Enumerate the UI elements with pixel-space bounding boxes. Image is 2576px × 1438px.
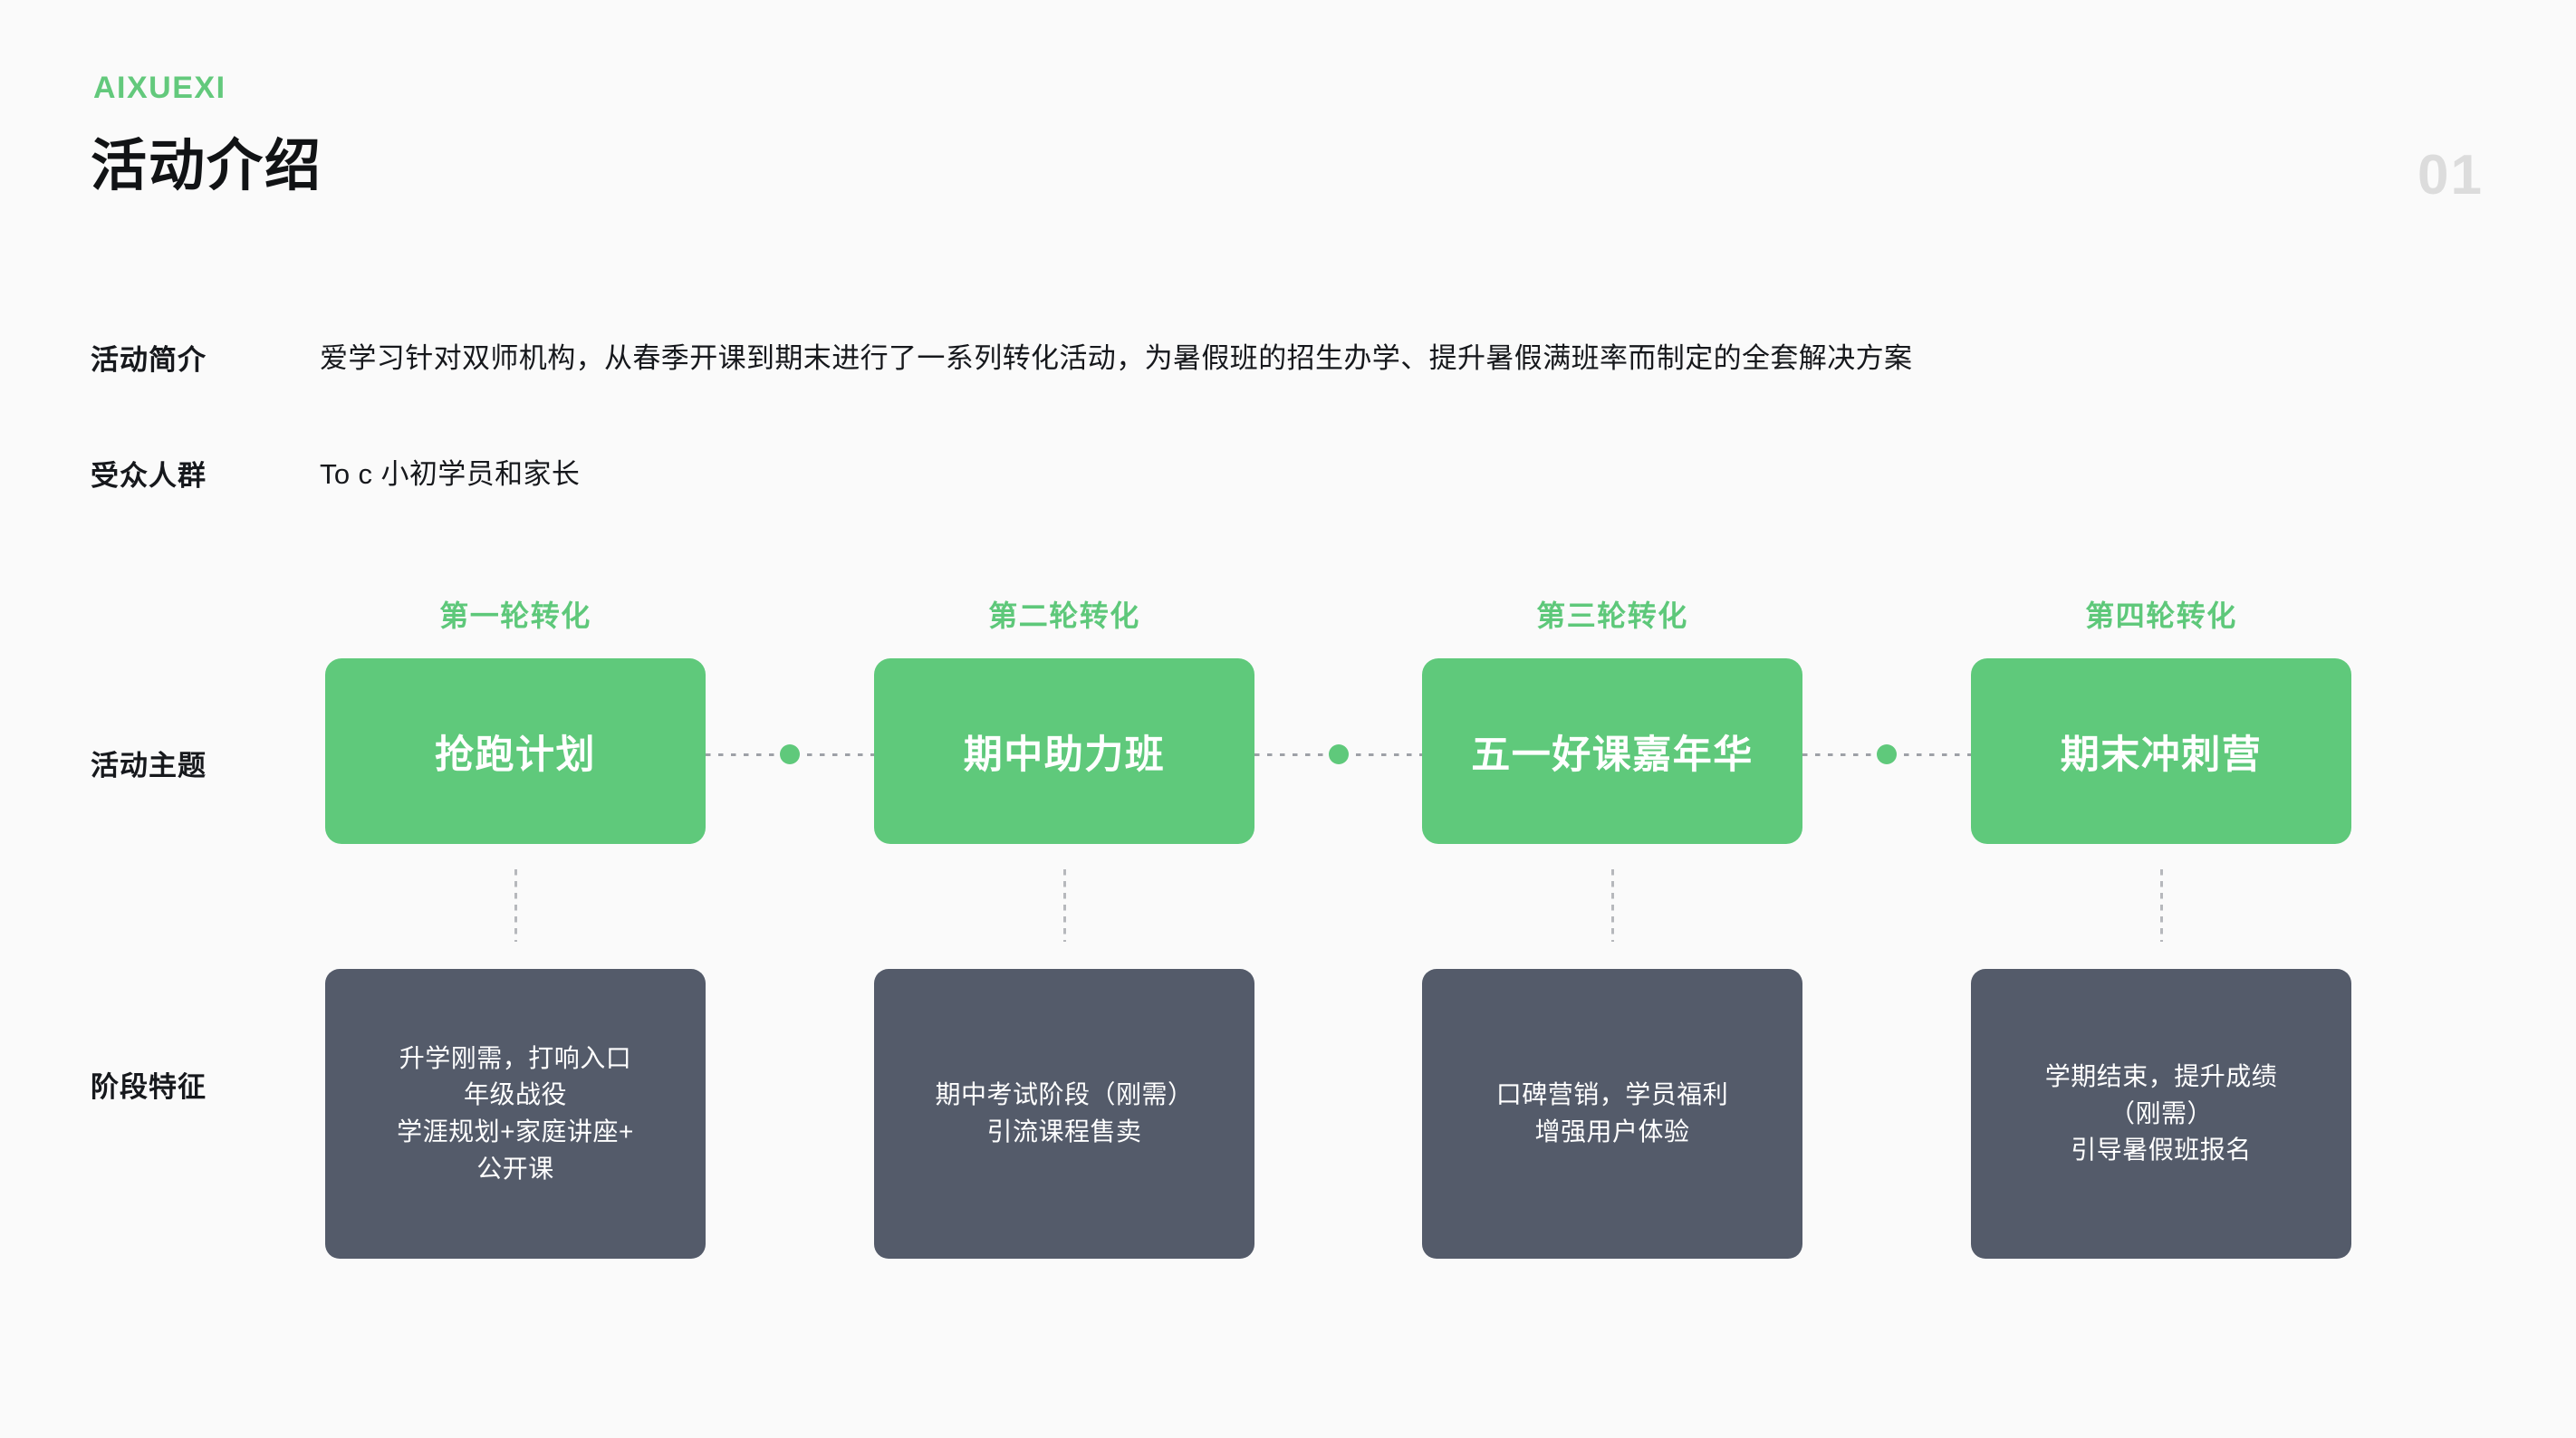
stage-feature-box-2[interactable]: 期中考试阶段（刚需） 引流课程售卖 — [874, 969, 1254, 1259]
stage-theme-box-1[interactable]: 抢跑计划 — [325, 658, 706, 844]
stage-connector-3-4 — [1802, 744, 1971, 764]
page-number: 01 — [2417, 144, 2484, 206]
stage-feature-label-1: 升学刚需，打响入口 年级战役 学涯规划+家庭讲座+ 公开课 — [397, 1043, 634, 1183]
row-label-feature: 阶段特征 — [91, 1071, 207, 1103]
brand-logo-text: AIXUEXI — [93, 71, 226, 105]
stage-connector-1-2 — [706, 744, 874, 764]
stage-round-label-4: 第四轮转化 — [2085, 599, 2237, 632]
stage-feature-label-3: 口碑营销，学员福利 增强用户体验 — [1495, 1080, 1729, 1146]
connector-node-icon — [1877, 744, 1897, 764]
stage-vertical-connector-2 — [1063, 869, 1066, 942]
info-value-intro: 爱学习针对双师机构，从春季开课到期末进行了一系列转化活动，为暑假班的招生办学、提… — [320, 342, 1913, 374]
stage-theme-label-3: 五一好课嘉年华 — [1471, 733, 1754, 777]
info-label-intro: 活动简介 — [91, 344, 207, 376]
stage-round-label-2: 第二轮转化 — [988, 599, 1140, 632]
stage-feature-box-3[interactable]: 口碑营销，学员福利 增强用户体验 — [1422, 969, 1802, 1259]
page-title: 活动介绍 — [91, 135, 323, 197]
connector-node-icon — [1328, 744, 1349, 764]
stage-feature-box-4[interactable]: 学期结束，提升成绩 （刚需） 引导暑假班报名 — [1971, 969, 2351, 1259]
stage-feature-label-4: 学期结束，提升成绩 （刚需） 引导暑假班报名 — [2044, 1062, 2278, 1165]
row-label-theme: 活动主题 — [91, 750, 207, 781]
info-value-audience: To c 小初学员和家长 — [320, 458, 581, 490]
stage-vertical-connector-4 — [2160, 869, 2163, 942]
stage-vertical-connector-3 — [1611, 869, 1614, 942]
stage-round-label-3: 第三轮转化 — [1536, 599, 1688, 632]
stage-theme-label-2: 期中助力班 — [963, 733, 1166, 777]
connector-node-icon — [780, 744, 800, 764]
stage-feature-label-2: 期中考试阶段（刚需） 引流课程售卖 — [935, 1080, 1194, 1146]
stage-vertical-connector-1 — [514, 869, 517, 942]
stage-connector-2-3 — [1254, 744, 1422, 764]
info-label-audience: 受众人群 — [91, 460, 207, 492]
stage-theme-box-4[interactable]: 期末冲刺营 — [1971, 658, 2351, 844]
stage-feature-box-1[interactable]: 升学刚需，打响入口 年级战役 学涯规划+家庭讲座+ 公开课 — [325, 969, 706, 1259]
stage-theme-box-3[interactable]: 五一好课嘉年华 — [1422, 658, 1802, 844]
stage-theme-box-2[interactable]: 期中助力班 — [874, 658, 1254, 844]
stage-round-label-1: 第一轮转化 — [439, 599, 591, 632]
stage-theme-label-4: 期末冲刺营 — [2060, 733, 2263, 777]
stage-theme-label-1: 抢跑计划 — [435, 733, 596, 777]
